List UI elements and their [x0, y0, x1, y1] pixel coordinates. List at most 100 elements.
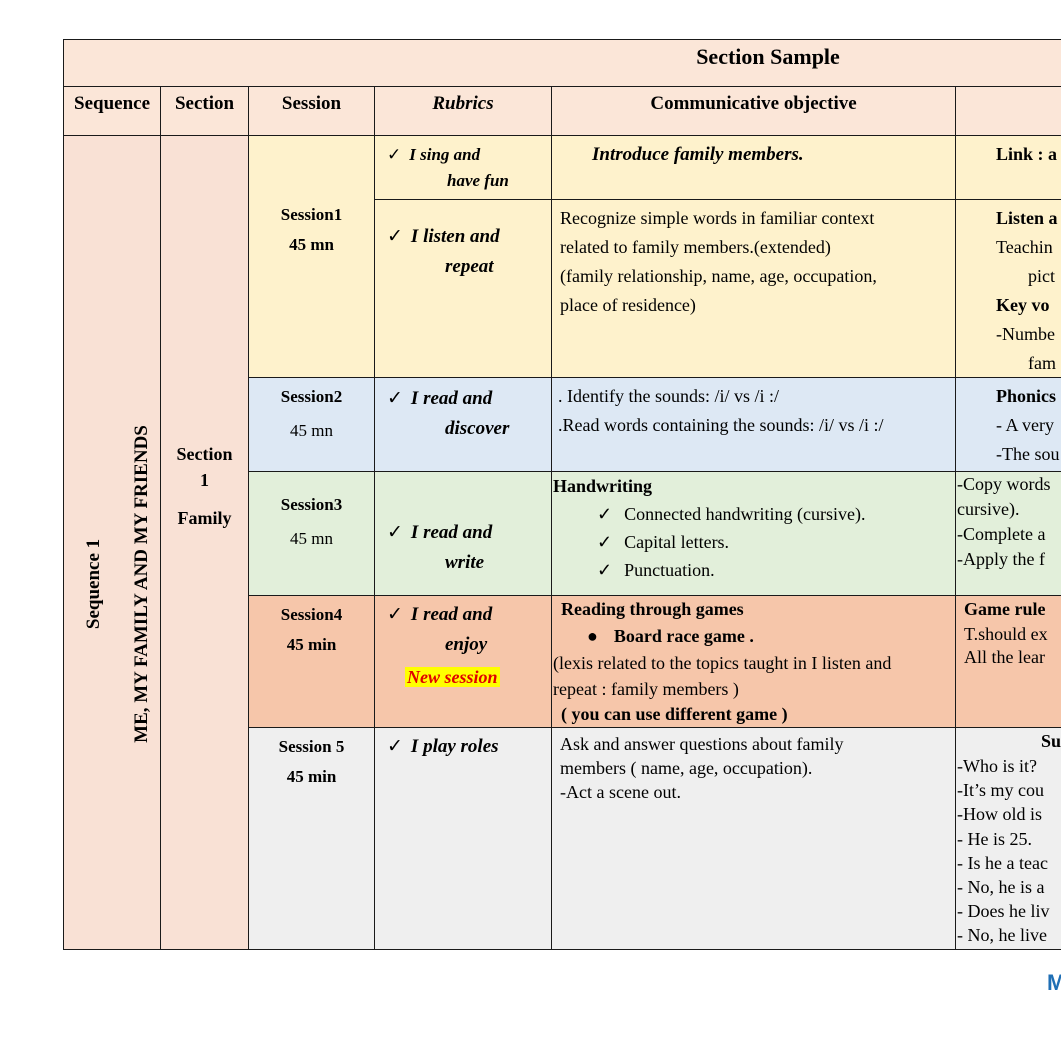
session1-cell: Session1 45 mn: [248, 135, 375, 378]
session2-rubric: ✓I read and discover: [374, 377, 552, 472]
right-text: Link : a: [996, 144, 1058, 164]
session4-cell: Session4 45 min: [248, 595, 375, 728]
right-line: -Who is it?: [957, 756, 1037, 776]
check-mark-icon: ✓: [387, 388, 403, 409]
rubric-text-cont: discover: [445, 418, 510, 439]
objective-line: place of residence): [560, 295, 696, 315]
check-mark-icon: ✓: [387, 226, 403, 247]
objective-bullet-item: ● Board race game .: [553, 623, 949, 650]
table-title: Section Sample: [63, 39, 1061, 87]
right-line: - Is he a teac: [957, 852, 1048, 873]
session5-objective: Ask and answer questions about family me…: [551, 727, 956, 950]
right-line: Listen a: [996, 208, 1058, 228]
right-line: -Numbe: [996, 324, 1055, 344]
rubric-text: I sing and: [409, 145, 481, 164]
section-word: Section: [176, 444, 233, 464]
checklist-item: ✓Capital letters.: [597, 528, 949, 556]
rubric-text-cont: repeat: [445, 256, 494, 277]
session2-objective: . Identify the sounds: /i/ vs /i :/ .Rea…: [551, 377, 956, 472]
session4-objective: Reading through games ●Board race game .…: [551, 595, 956, 728]
section-number: 1: [200, 470, 209, 490]
check-mark-icon: ✓: [597, 504, 613, 524]
session5-right: Su -Who is it? -It’s my cou -How old is …: [955, 727, 1061, 950]
check-mark-icon: ✓: [597, 560, 613, 580]
objective-line: members ( name, age, occupation).: [560, 758, 813, 778]
session5-rubric: ✓ I play roles: [374, 727, 552, 950]
objective-line: . Identify the sounds: /i/ vs /i :/: [558, 386, 779, 406]
right-line: Game rule: [964, 599, 1046, 619]
objective-checklist: ✓Connected handwriting (cursive). ✓Capit…: [553, 500, 949, 584]
right-line: T.should ex: [964, 624, 1048, 644]
session2-cell: Session2 45 mn: [248, 377, 375, 472]
footer-logo-mark: M: [1047, 970, 1061, 995]
session2-right: Phonics - A very -The sou: [955, 377, 1061, 472]
check-mark-icon: ✓: [387, 604, 403, 625]
objective-note: ( you can use different game ): [561, 704, 788, 724]
section-cell: Section 1 Family: [160, 135, 249, 950]
rubric-text: I read and: [410, 522, 493, 543]
checklist-item: ✓ Punctuation.: [597, 556, 949, 584]
right-line: All the lear: [964, 647, 1045, 667]
bullet-text: Board race game .: [613, 626, 754, 646]
objective-line: (lexis related to the topics taught in I…: [553, 653, 892, 673]
objective-text: Introduce family members.: [592, 144, 804, 165]
session4-right: Game rule T.should ex All the lear: [955, 595, 1061, 728]
rubric-text: I read and: [410, 604, 493, 625]
check-mark-icon: ✓: [387, 145, 402, 164]
table-title-text: Section Sample: [696, 44, 840, 69]
rubric-text: I listen and: [410, 226, 500, 247]
check-mark-icon: ✓: [387, 522, 403, 543]
objective-title: Handwriting: [553, 476, 653, 496]
header-rubrics: Rubrics: [374, 86, 552, 136]
header-extra: [955, 86, 1061, 136]
header-session: Session: [248, 86, 375, 136]
session3-cell: Session3 45 mn: [248, 471, 375, 596]
right-line: Phonics: [996, 386, 1057, 406]
right-line: - No, he is a: [957, 877, 1045, 898]
right-line: -The sou: [996, 444, 1060, 464]
right-line: cursive).: [957, 499, 1020, 519]
check-mark-icon: ✓: [387, 736, 403, 757]
right-line: fam: [1028, 353, 1056, 373]
header-rubrics-text: Rubrics: [432, 93, 494, 114]
right-line: -Apply the f: [957, 549, 1045, 569]
checklist-item: ✓Connected handwriting (cursive).: [597, 500, 949, 528]
session1-right-b: Listen a Teachin pict Key vo -Numbe fam: [955, 199, 1061, 378]
session4-name: Session4: [280, 605, 343, 624]
bullet-icon: ●: [587, 626, 598, 646]
session1-name: Session1: [280, 205, 343, 224]
header-sequence: Sequence: [63, 86, 161, 136]
right-line: Key vo: [996, 295, 1050, 315]
session3-rubric: ✓I read and write: [374, 471, 552, 596]
objective-line: related to family members.(extended): [560, 237, 831, 257]
objective-line: (family relationship, name, age, occupat…: [560, 266, 877, 286]
session5-cell: Session 5 45 min: [248, 727, 375, 950]
checklist-text: Punctuation.: [624, 560, 715, 580]
section-label: Section 1 Family: [161, 441, 248, 531]
session1-objective-b: Recognize simple words in familiar conte…: [551, 199, 956, 378]
session1-rubric-a: ✓I sing and have fun: [374, 135, 552, 200]
session1-right-a: Link : a: [955, 135, 1061, 200]
header-section-text: Section: [174, 93, 235, 114]
right-line: - A very: [996, 415, 1054, 435]
sequence-label: Sequence 1: [83, 538, 104, 630]
header-session-text: Session: [281, 93, 342, 114]
session2-name: Session2: [280, 387, 343, 406]
right-line: pict: [1028, 266, 1055, 286]
objective-line: -Act a scene out.: [560, 782, 681, 802]
objective-line: .Read words containing the sounds: /i/ v…: [558, 415, 884, 435]
check-mark-icon: ✓: [597, 532, 613, 552]
objective-line: Recognize simple words in familiar conte…: [560, 208, 875, 228]
section-topic: Family: [177, 508, 232, 528]
session1-rubric-b: ✓ I listen and repeat: [374, 199, 552, 378]
theme-label: ME, MY FAMILY AND MY FRIENDS: [131, 425, 152, 743]
rubric-text: I play roles: [410, 736, 499, 757]
session3-right: -Copy words cursive). -Complete a -Apply…: [955, 471, 1061, 596]
right-line: Teachin: [996, 237, 1053, 257]
right-line: Su: [1041, 731, 1061, 751]
new-session-badge: New session: [405, 667, 500, 687]
session1-objective-a: Introduce family members.: [551, 135, 956, 200]
session4-duration: 45 min: [286, 635, 337, 654]
header-sequence-text: Sequence: [74, 93, 150, 114]
